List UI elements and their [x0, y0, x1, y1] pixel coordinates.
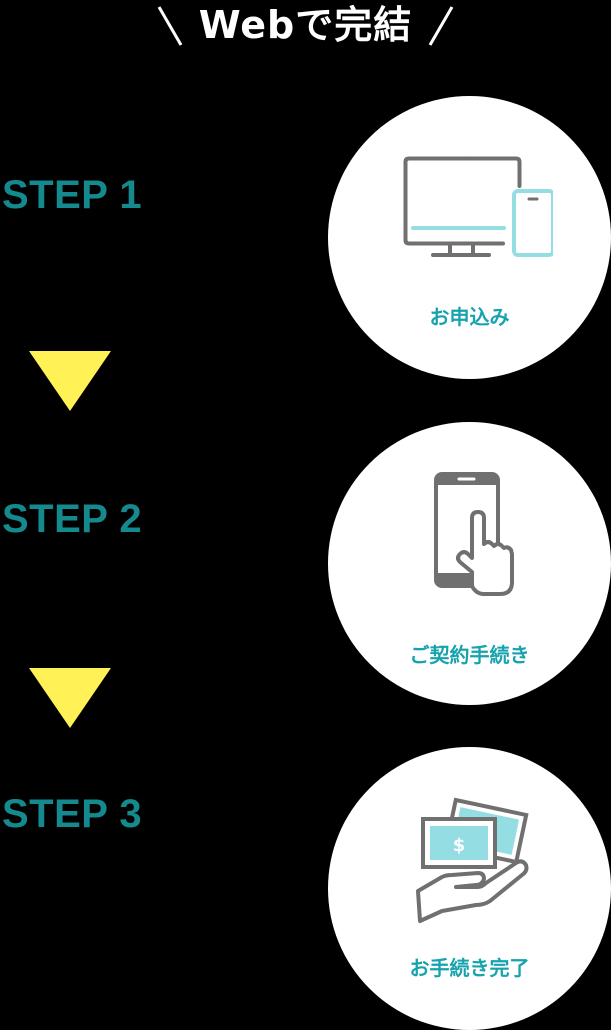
- step-3-label: STEP 3: [2, 792, 143, 836]
- money-in-hand-icon: $: [416, 797, 529, 923]
- step-1-caption: お申込み: [429, 305, 510, 329]
- backslash-decoration-icon: [157, 6, 183, 46]
- desktop-and-smartphone-icon: [403, 156, 553, 257]
- title-text: Webで完結: [198, 3, 413, 47]
- step-1-label: STEP 1: [2, 173, 143, 217]
- smartphone-tap-icon: [434, 472, 514, 596]
- step-2-label: STEP 2: [2, 497, 143, 541]
- step-2-caption: ご契約手続き: [409, 643, 530, 667]
- step-3-caption: お手続き完了: [409, 956, 530, 980]
- step-2-circle: ご契約手続き: [328, 422, 611, 705]
- page-title: Webで完結: [0, 0, 611, 50]
- down-triangle-icon: [29, 668, 111, 728]
- step-3-circle: $ お手続き完了: [328, 747, 611, 1030]
- down-triangle-icon: [29, 351, 111, 411]
- svg-text:$: $: [453, 835, 466, 856]
- slash-decoration-icon: [428, 6, 454, 46]
- step-1-circle: お申込み: [328, 96, 611, 379]
